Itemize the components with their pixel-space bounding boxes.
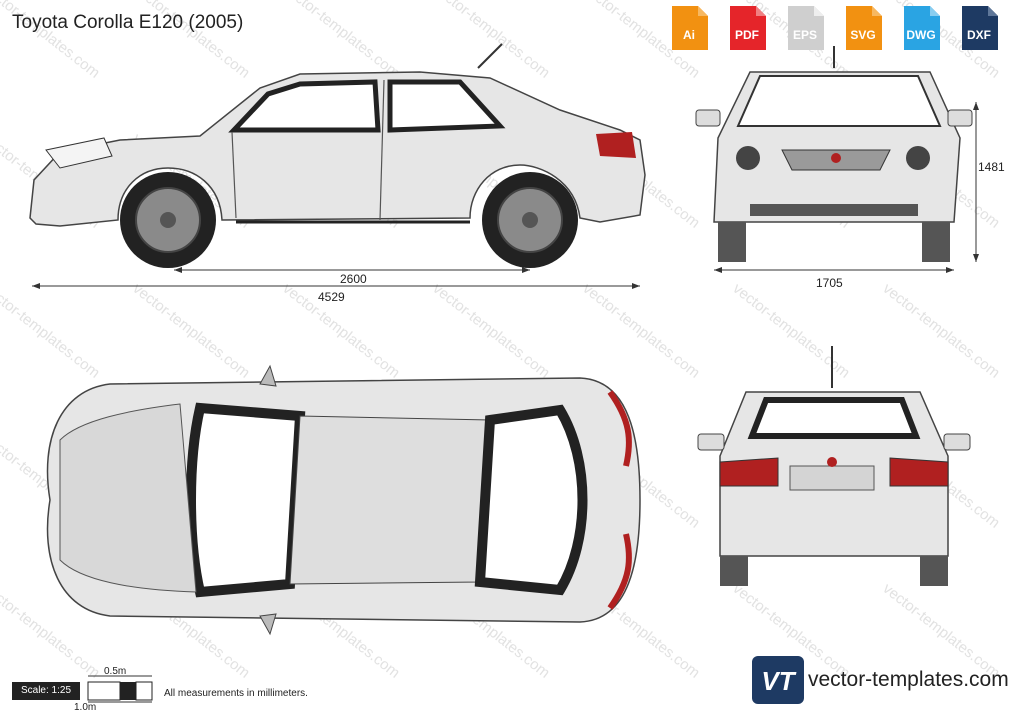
format-label: PDF: [735, 28, 759, 42]
measurement-note: All measurements in millimeters.: [164, 688, 308, 699]
format-label: DXF: [967, 28, 991, 42]
file-icon: [788, 6, 824, 50]
format-ai-button[interactable]: Ai: [666, 4, 712, 52]
file-icon: [730, 6, 766, 50]
length-label: 4529: [318, 290, 345, 304]
top-view-drawing: [46, 364, 641, 636]
height-label: 1481: [978, 160, 1005, 174]
brand-link[interactable]: vector-templates.com: [808, 668, 1009, 691]
vt-logo-icon: VT: [752, 656, 804, 704]
format-label: DWG: [906, 28, 936, 42]
scale-half-label: 0.5m: [104, 666, 127, 677]
vt-logo-text: VT: [761, 666, 796, 696]
format-svg-button[interactable]: SVG: [840, 4, 886, 52]
format-dwg-button[interactable]: DWG: [898, 4, 944, 52]
format-dxf-button[interactable]: DXF: [956, 4, 1002, 52]
width-label: 1705: [816, 276, 843, 290]
format-pdf-button[interactable]: PDF: [724, 4, 770, 52]
format-label: EPS: [792, 28, 817, 42]
file-icon: [904, 6, 940, 50]
scale-bar: [87, 675, 153, 703]
file-icon: [672, 6, 708, 50]
side-view-drawing: [29, 43, 646, 268]
page-title: Toyota Corolla E120 (2005): [12, 12, 244, 33]
file-icon: [846, 6, 882, 50]
format-label: Ai: [683, 28, 695, 42]
file-icon: [962, 6, 998, 50]
front-view-drawing: [695, 46, 979, 273]
rear-view-drawing: [697, 346, 971, 586]
format-label: SVG: [850, 28, 876, 42]
format-eps-button[interactable]: EPS: [782, 4, 828, 52]
side-dimension-lines: [32, 267, 640, 289]
wheelbase-label: 2600: [340, 272, 367, 286]
scale-full-label: 1.0m: [74, 702, 97, 713]
scale-label: Scale: 1:25: [12, 682, 80, 700]
